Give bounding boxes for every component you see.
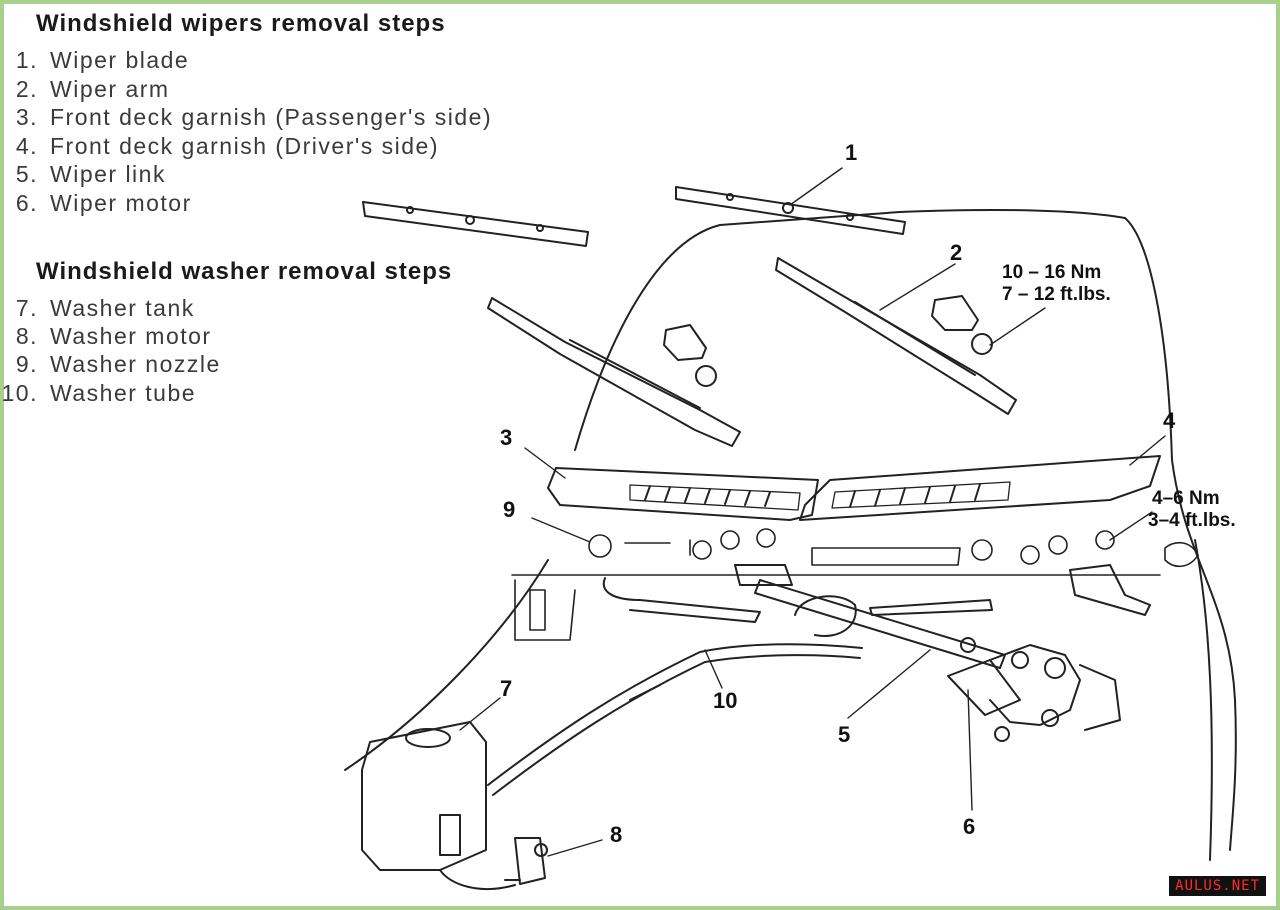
legend-item: 4.Front deck garnish (Driver's side) <box>15 133 439 159</box>
callout-8: 8 <box>610 822 623 847</box>
wiper-link <box>602 564 1151 669</box>
legend-item: 8.Washer motor <box>15 323 212 349</box>
front-deck-garnish-passenger <box>547 467 819 521</box>
legend-item: 1.Wiper blade <box>15 47 190 73</box>
wiper-blade-left <box>362 201 589 247</box>
front-deck-garnish-driver <box>799 455 1161 521</box>
watermark: AULUS.NET <box>1169 876 1266 896</box>
legend-item: 7.Washer tank <box>15 295 195 321</box>
legend-item: 6.Wiper motor <box>15 190 192 216</box>
torque-arm-nut: 10 – 16 Nm 7 – 12 ft.lbs. <box>1002 262 1111 306</box>
wiper-arm-right <box>775 257 1017 415</box>
callout-9: 9 <box>503 497 516 522</box>
windshield-outline <box>344 209 1237 861</box>
legend-item: 9.Washer nozzle <box>15 351 221 377</box>
callout-3: 3 <box>500 425 513 450</box>
legend-item: 10.Washer tube <box>1 380 197 406</box>
callout-6: 6 <box>963 814 976 839</box>
callout-5: 5 <box>838 722 851 747</box>
cowl-panel <box>514 528 1199 641</box>
wipers-heading: Windshield wipers removal steps <box>36 10 446 37</box>
callout-10: 10 <box>713 688 738 713</box>
washer-heading: Windshield washer removal steps <box>36 258 453 285</box>
torque-arm-metric: 10 – 16 Nm <box>1002 262 1102 283</box>
callout-2: 2 <box>950 240 963 265</box>
torque-pivot-nut: 4–6 Nm 3–4 ft.lbs. <box>1148 488 1236 532</box>
torque-pivot-imperial: 3–4 ft.lbs. <box>1148 510 1236 531</box>
wiper-blade-right <box>675 186 906 235</box>
callout-1: 1 <box>845 140 858 165</box>
torque-arm-imperial: 7 – 12 ft.lbs. <box>1002 284 1111 305</box>
leader-lines <box>459 167 1166 857</box>
torque-pivot-metric: 4–6 Nm <box>1152 488 1220 509</box>
callout-7: 7 <box>500 676 513 701</box>
legend-item: 5.Wiper link <box>15 161 166 187</box>
wiper-motor <box>947 637 1121 742</box>
wiper-arm-left <box>487 297 741 447</box>
callout-4: 4 <box>1163 408 1176 433</box>
legend-item: 2.Wiper arm <box>15 76 170 102</box>
legend-item: 3.Front deck garnish (Passenger's side) <box>15 104 493 130</box>
washer-tank <box>361 721 516 891</box>
washer-tube <box>487 643 863 796</box>
washer-motor <box>504 837 548 885</box>
